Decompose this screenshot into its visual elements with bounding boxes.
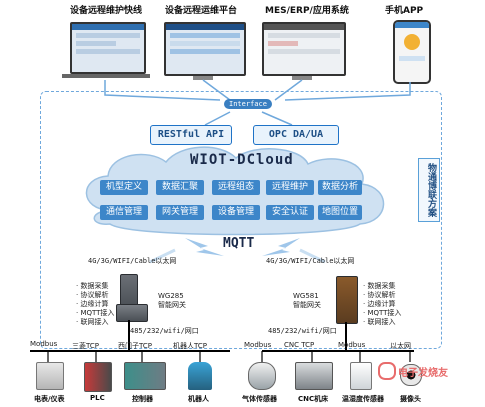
feature-comm-management: 通信管理: [100, 205, 148, 220]
phone-screen: [393, 20, 431, 84]
feature-remote-config: 远程组态: [212, 180, 260, 195]
device-label-gas-sensor: 气体传感器: [242, 395, 277, 403]
right-feature-1: · 数据采集: [363, 282, 396, 290]
left-feature-2: · 协议解析: [76, 291, 109, 299]
gas-sensor-device-image: [248, 362, 276, 390]
wg581-name: WG581: [293, 292, 319, 300]
device-label-cnc: CNC机床: [298, 395, 329, 403]
cnc-machine-device-image: [295, 362, 333, 390]
temp-humidity-sensor-image: [350, 362, 372, 390]
device-label-robot: 机器人: [188, 395, 209, 403]
bus-modbus-right2: Modbus: [338, 341, 366, 349]
bus-siemens-tcp: 西门子TCP: [118, 342, 152, 350]
device-label-camera: 摄像头: [400, 395, 421, 403]
mqtt-label: MQTT: [223, 236, 255, 251]
right-feature-4: · MQTT接入: [363, 309, 402, 317]
left-feature-5: · 联网接入: [76, 318, 109, 326]
wg581-gateway-device: [336, 276, 358, 324]
feature-device-management: 设备管理: [212, 205, 260, 220]
wg285-type: 智能网关: [158, 301, 186, 309]
wg285-gateway-ports: [116, 304, 148, 322]
controller-device-image: [124, 362, 166, 390]
bus-mitsubishi-tcp: 三菱TCP: [72, 342, 99, 350]
bus-ethernet: 以太网: [390, 342, 411, 350]
feature-gateway-management: 网关管理: [156, 205, 204, 220]
feature-security-auth: 安全认证: [266, 205, 314, 220]
right-feature-3: · 边缘计算: [363, 300, 396, 308]
right-feature-5: · 联网接入: [363, 318, 396, 326]
opc-da-ua-box: OPC DA/UA: [253, 125, 339, 145]
left-feature-3: · 边缘计算: [76, 300, 109, 308]
side-solution-label: 物通博联方案: [418, 158, 440, 222]
device-label-plc: PLC: [90, 394, 105, 402]
right-feature-2: · 协议解析: [363, 291, 396, 299]
bus-modbus-right: Modbus: [244, 341, 272, 349]
solution-frame: [40, 91, 442, 349]
left-feature-1: · 数据采集: [76, 282, 109, 290]
meter-device-image: [36, 362, 64, 390]
top-label-remote-ops-platform: 设备远程运维平台: [165, 6, 238, 16]
monitor-screen-ops: [164, 22, 246, 76]
wg581-type: 智能网关: [293, 301, 321, 309]
camera-device-image: [400, 364, 422, 386]
feature-data-aggregation: 数据汇聚: [156, 180, 204, 195]
bus-robot-tcp: 机器人TCP: [173, 342, 207, 350]
device-label-controller: 控制器: [132, 395, 153, 403]
left-network-label: 4G/3G/WIFI/Cable以太网: [88, 257, 177, 265]
device-label-meter: 电表/仪表: [34, 395, 65, 403]
laptop-base: [62, 74, 150, 78]
feature-model-definition: 机型定义: [100, 180, 148, 195]
left-gw-drop: [128, 320, 130, 350]
feature-data-analysis: 数据分析: [318, 180, 362, 195]
robot-device-image: [188, 362, 212, 390]
feature-remote-maintenance: 远程维护: [266, 180, 314, 195]
feature-map-location: 地图位置: [318, 205, 362, 220]
watermark-text: 电子发烧友: [398, 368, 448, 379]
top-label-remote-maintenance: 设备远程维护快线: [70, 6, 143, 16]
right-network-label: 4G/3G/WIFI/Cable以太网: [266, 257, 355, 265]
wg285-name: WG285: [158, 292, 184, 300]
cloud-title: WIOT-DCloud: [190, 152, 294, 168]
left-feature-4: · MQTT接入: [76, 309, 115, 317]
monitor-stand-mes: [292, 76, 312, 80]
device-label-temp-humidity: 温湿度传感器: [342, 395, 384, 403]
interface-label: Interface: [224, 99, 272, 109]
monitor-screen-mes: [262, 22, 346, 76]
plc-device-image: [84, 362, 112, 392]
right-bus-label: 485/232/wifi/网口: [268, 327, 337, 335]
right-gw-drop: [345, 322, 347, 350]
left-bus-label: 485/232/wifi/网口: [130, 327, 199, 335]
bus-modbus-left: Modbus: [30, 340, 58, 348]
bus-cnc-tcp: CNC TCP: [284, 341, 315, 349]
left-bus-line: [30, 350, 230, 352]
monitor-stand-ops: [193, 76, 213, 80]
restful-api-box: RESTful API: [150, 125, 232, 145]
watermark-logo-icon: [378, 362, 396, 380]
right-bus-line: [262, 350, 414, 352]
laptop-screen: [70, 22, 146, 74]
top-label-mobile-app: 手机APP: [385, 6, 424, 16]
top-label-mes-erp: MES/ERP/应用系统: [265, 6, 349, 16]
